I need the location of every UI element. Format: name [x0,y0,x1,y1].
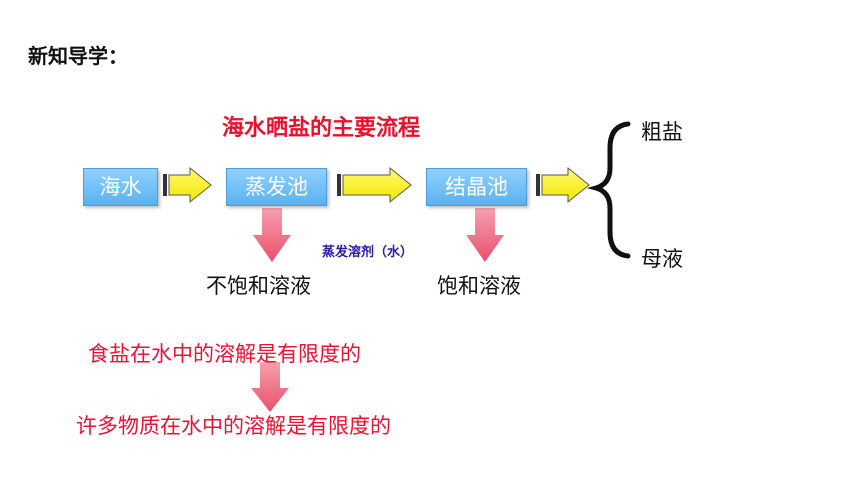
yellow-arrow-2 [337,166,412,204]
curly-brace [586,121,631,259]
general-solubility-statement: 许多物质在水中的溶解是有限度的 [76,414,391,438]
pink-down-arrow-1 [253,208,291,262]
unsaturated-solution-label: 不饱和溶液 [206,274,311,298]
seawater-box: 海水 [83,168,158,206]
evaporation-pond-box: 蒸发池 [226,168,327,206]
salt-solubility-statement: 食盐在水中的溶解是有限度的 [88,342,361,366]
pink-down-arrow-3 [251,362,289,412]
mother-liquor-label: 母液 [641,247,683,271]
page-heading: 新知导学： [28,44,128,68]
crystallization-pond-box: 结晶池 [426,168,527,206]
saturated-solution-label: 饱和溶液 [437,274,521,298]
pink-down-arrow-2 [466,208,504,262]
crude-salt-label: 粗盐 [641,120,683,144]
evaporate-solvent-note: 蒸发溶剂（水） [322,245,414,260]
yellow-arrow-1 [163,166,212,204]
process-title: 海水晒盐的主要流程 [222,116,421,141]
yellow-arrow-3 [536,166,590,204]
